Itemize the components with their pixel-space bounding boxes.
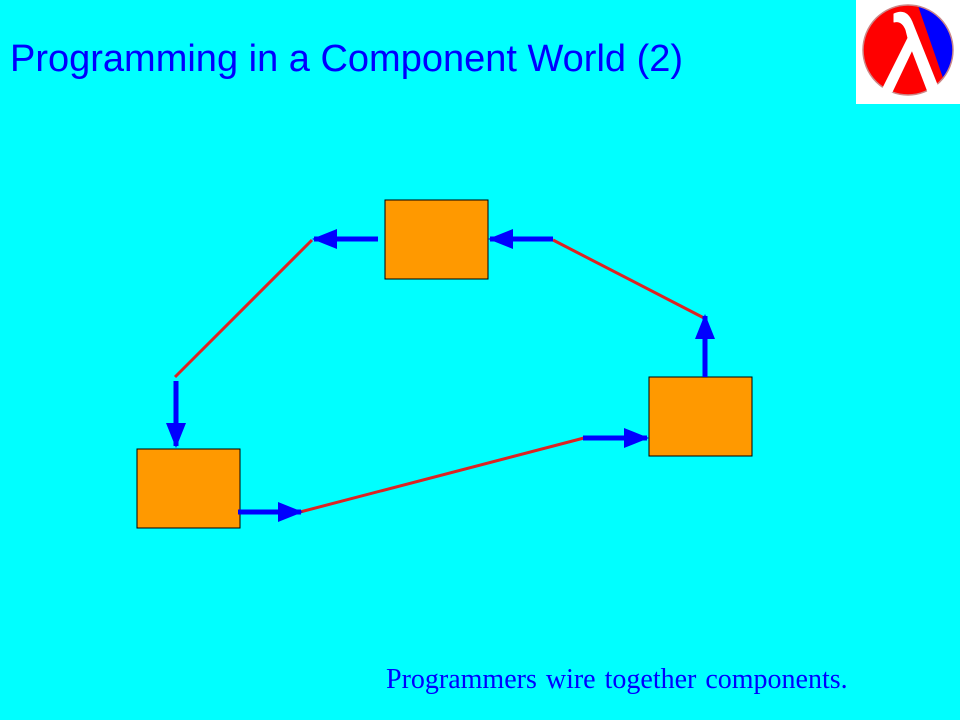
component-right: [648, 376, 753, 457]
slide-caption: Programmers wire together components.: [386, 664, 848, 695]
component-bottom-left: [136, 448, 241, 529]
slide-title: Programming in a Component World (2): [10, 38, 684, 80]
wire-bottom-left-to-right: [299, 436, 585, 514]
logo: [856, 0, 960, 104]
wire-right-to-top: [552, 238, 705, 320]
component-top: [384, 199, 489, 280]
wire-top-to-bottom-left: [173, 238, 314, 379]
lambda-logo-icon: [862, 4, 954, 96]
